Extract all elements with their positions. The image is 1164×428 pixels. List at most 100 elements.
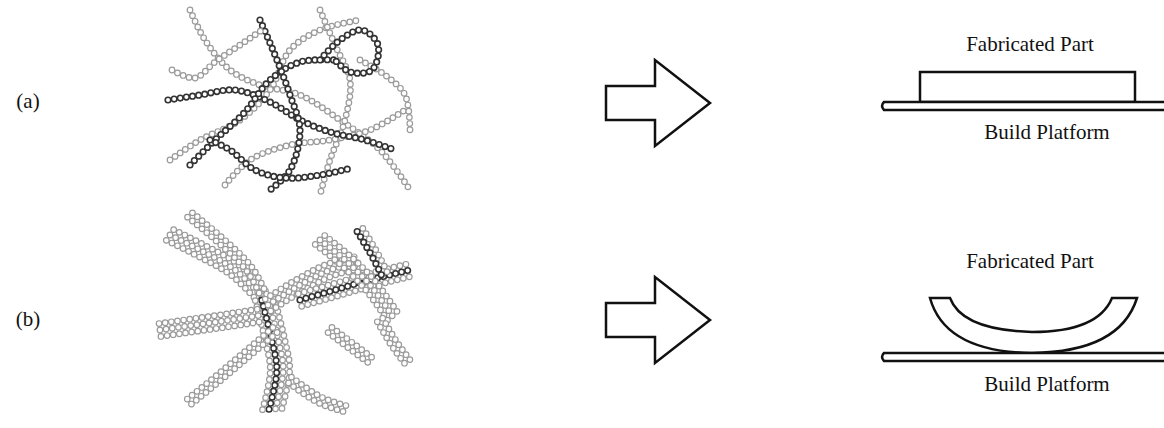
monomer-bead xyxy=(331,399,337,405)
monomer-bead xyxy=(360,356,366,362)
monomer-bead xyxy=(315,292,321,298)
monomer-bead xyxy=(294,109,300,115)
monomer-bead xyxy=(329,295,335,301)
monomer-bead xyxy=(198,137,204,143)
monomer-bead xyxy=(281,292,287,298)
monomer-bead xyxy=(273,358,279,364)
monomer-bead xyxy=(192,19,198,25)
monomer-bead xyxy=(265,34,271,40)
monomer-bead xyxy=(209,234,215,240)
monomer-bead xyxy=(213,373,219,379)
monomer-bead xyxy=(278,321,284,327)
monomer-bead xyxy=(372,288,378,294)
monomer-bead xyxy=(407,121,413,127)
monomer-bead xyxy=(302,279,308,285)
monomer-bead xyxy=(356,27,362,33)
monomer-bead xyxy=(381,330,387,336)
monomer-bead xyxy=(189,401,195,407)
monomer-bead xyxy=(325,397,331,403)
monomer-bead xyxy=(209,226,215,232)
monomer-bead xyxy=(280,376,286,382)
monomer-bead xyxy=(237,362,243,368)
monomer-bead xyxy=(332,257,338,263)
monomer-bead xyxy=(181,317,187,323)
monomer-bead xyxy=(393,271,399,277)
monomer-bead xyxy=(331,281,337,287)
monomer-bead xyxy=(351,256,357,262)
monomer-bead xyxy=(236,309,242,315)
monomer-bead xyxy=(346,134,352,140)
monomer-bead xyxy=(387,340,393,346)
monomer-bead xyxy=(232,357,238,363)
monomer-bead xyxy=(271,174,277,180)
monomer-bead xyxy=(268,87,274,93)
monomer-bead xyxy=(394,309,400,315)
monomer-bead xyxy=(264,315,270,321)
monomer-bead xyxy=(268,308,274,314)
monomer-bead xyxy=(346,100,352,106)
monomer-bead xyxy=(189,392,195,398)
monomer-bead xyxy=(305,121,311,127)
monomer-bead xyxy=(220,325,226,331)
monomer-bead xyxy=(348,88,354,94)
monomer-bead xyxy=(270,325,276,331)
monomer-bead xyxy=(204,40,210,46)
monomer-bead xyxy=(231,317,237,323)
monomer-bead xyxy=(393,81,399,87)
monomer-bead xyxy=(175,70,181,76)
monomer-bead xyxy=(262,97,268,103)
monomer-bead xyxy=(180,73,186,79)
monomer-bead xyxy=(382,263,388,269)
monomer-bead xyxy=(255,346,261,352)
monomer-bead xyxy=(164,333,170,339)
monomer-bead xyxy=(284,388,290,394)
monomer-bead xyxy=(309,98,315,104)
monomer-bead xyxy=(268,293,274,299)
monomer-bead xyxy=(163,326,169,332)
monomer-bead xyxy=(405,184,411,190)
monomer-bead xyxy=(208,90,214,96)
monomer-bead xyxy=(260,151,266,157)
monomer-bead xyxy=(283,80,289,86)
monomer-bead xyxy=(317,27,323,33)
monomer-bead xyxy=(340,132,346,138)
monomer-bead xyxy=(294,378,300,384)
monomer-bead xyxy=(364,269,370,275)
monomer-bead xyxy=(365,360,371,366)
monomer-bead xyxy=(282,394,288,400)
monomer-bead xyxy=(287,92,293,98)
monomer-bead xyxy=(188,235,194,241)
monomer-bead xyxy=(204,230,210,236)
monomer-bead xyxy=(322,233,328,239)
monomer-bead xyxy=(384,269,390,275)
monomer-bead xyxy=(265,172,271,178)
monomer-bead xyxy=(277,175,283,181)
monomer-bead xyxy=(280,370,286,376)
monomer-bead xyxy=(363,231,369,237)
monomer-bead xyxy=(247,290,253,296)
monomer-bead xyxy=(337,53,343,59)
monomer-bead xyxy=(200,321,206,327)
monomer-bead xyxy=(208,260,214,266)
monomer-bead xyxy=(333,272,339,278)
monomer-bead xyxy=(365,138,371,144)
monomer-bead xyxy=(341,20,347,26)
monomer-bead xyxy=(185,214,191,220)
monomer-bead xyxy=(317,237,323,243)
monomer-bead xyxy=(364,351,370,357)
monomer-bead xyxy=(223,238,229,244)
monomer-bead xyxy=(370,255,376,261)
monomer-bead xyxy=(406,108,412,114)
monomer-bead xyxy=(281,74,287,80)
monomer-bead xyxy=(311,300,317,306)
monomer-bead xyxy=(355,260,361,266)
monomer-bead xyxy=(360,265,366,271)
monomer-bead xyxy=(401,91,407,97)
monomer-bead xyxy=(276,295,282,301)
monomer-bead xyxy=(301,289,307,295)
monomer-bead xyxy=(267,40,273,46)
monomer-bead xyxy=(309,389,315,395)
monomer-bead xyxy=(253,269,259,275)
monomer-bead xyxy=(273,290,279,296)
monomer-bead xyxy=(245,259,251,265)
